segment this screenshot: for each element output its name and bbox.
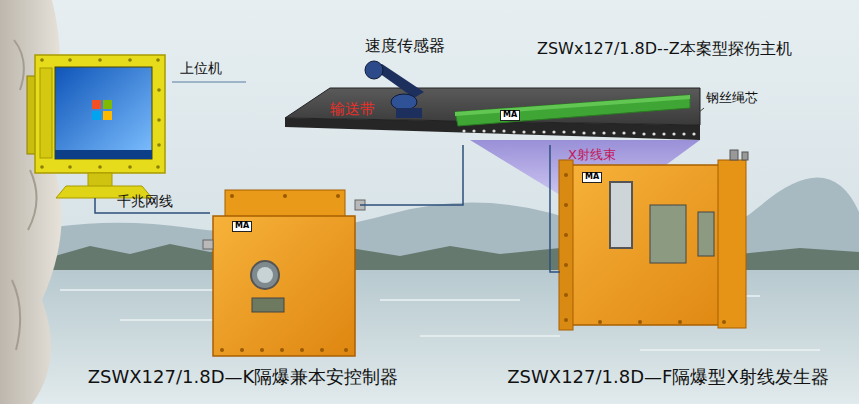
- conveyor-belt: 输送带: [285, 86, 700, 141]
- part-label: 钢丝绳芯: [706, 90, 758, 106]
- ma-badge: MA: [582, 172, 602, 183]
- connector: [550, 145, 560, 272]
- detector-host: ZSWx127/1.8D--Z本案型探伤主机: [455, 95, 695, 145]
- computer: 上位机: [35, 52, 170, 198]
- node-text: 速度传感器: [365, 36, 445, 55]
- node-text: 上位机: [180, 60, 222, 77]
- node-text: 输送带: [330, 100, 375, 118]
- ma-badge: MA: [232, 221, 252, 232]
- node-text: ZSWX127/1.8D—F隔爆型X射线发生器: [507, 366, 828, 388]
- part-label: X射线束: [568, 147, 616, 163]
- node-text: ZSWX127/1.8D—K隔爆兼本安控制器: [88, 366, 399, 388]
- controller: ZSWX127/1.8D—K隔爆兼本安控制器: [210, 188, 360, 358]
- edge-label: 千兆网线: [117, 193, 173, 210]
- connector: [360, 145, 463, 205]
- ma-badge: MA: [500, 110, 520, 121]
- node-text: ZSWx127/1.8D--Z本案型探伤主机: [537, 39, 792, 58]
